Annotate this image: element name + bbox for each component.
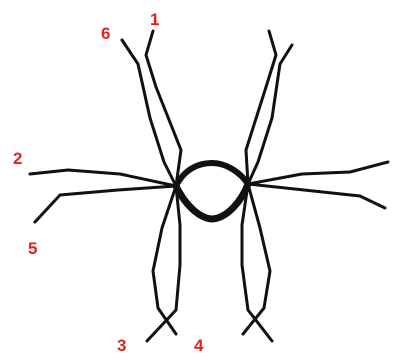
leg-4-label: 4: [194, 336, 204, 355]
right-leg-side-lower: [248, 184, 385, 208]
leg-5-line: [35, 186, 176, 222]
right-leg-upper-b: [248, 45, 292, 184]
left-legs: [30, 31, 181, 341]
leg-1-label: 1: [150, 10, 159, 29]
right-leg-upper-a: [246, 31, 276, 184]
right-leg-lower-a: [243, 184, 270, 334]
leg-5-label: 5: [28, 239, 37, 258]
spider-body: [176, 163, 248, 219]
body-top-outline: [176, 163, 248, 186]
leg-6-label: 6: [101, 24, 110, 43]
leg-2-label: 2: [13, 149, 22, 168]
right-legs: [242, 31, 388, 341]
body-bottom-outline: [176, 184, 248, 219]
leg-3-label: 3: [117, 336, 126, 355]
leg-2-line: [30, 170, 176, 186]
right-leg-side-upper: [248, 162, 388, 184]
